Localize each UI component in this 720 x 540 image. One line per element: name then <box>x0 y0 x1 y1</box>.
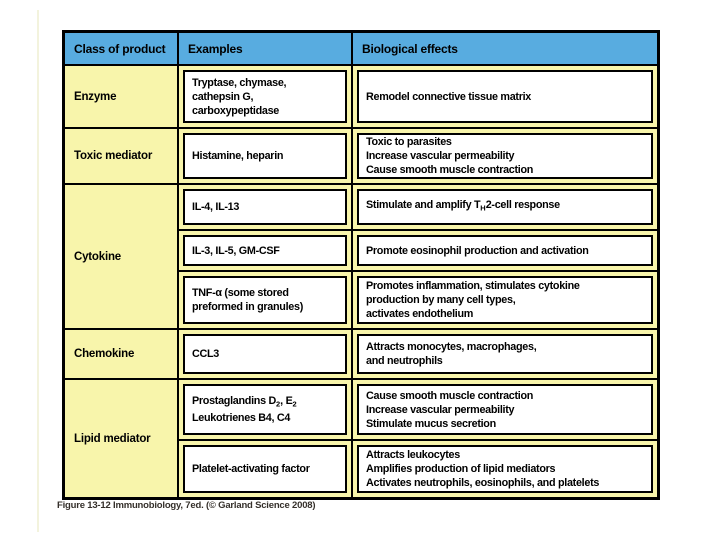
effects-text-post: 2-cell response <box>485 199 560 212</box>
effects-cell: Promotes inflammation, stimulates cytoki… <box>353 272 657 328</box>
examples-text: Histamine, heparin <box>192 150 284 162</box>
examples-cell: IL-4, IL-13 <box>179 185 351 229</box>
effects-text: Remodel connective tissue matrix <box>366 90 532 103</box>
effects-box: Attracts leukocytes Amplifies production… <box>357 445 653 493</box>
examples-cell: Tryptase, chymase, cathepsin G, carboxyp… <box>179 66 351 127</box>
examples-box: CCL3 <box>183 334 347 374</box>
examples-text: IL-4, IL-13 <box>192 201 240 213</box>
effects-text: Stimulate and amplify TH2-cell response <box>366 198 647 216</box>
class-cell-toxic-mediator: Toxic mediator <box>65 129 177 183</box>
examples-text-pre: Prostaglandins D <box>192 394 276 407</box>
effects-cell: Cause smooth muscle contraction Increase… <box>353 380 657 439</box>
examples-cell: TNF-α (some stored preformed in granules… <box>179 272 351 328</box>
subscript-2: 2 <box>292 399 297 409</box>
effects-box: Promote eosinophil production and activa… <box>357 235 653 266</box>
left-edge-line <box>37 10 39 532</box>
header-class-of-product: Class of product <box>65 33 177 64</box>
subscript-2: 2 <box>276 399 281 409</box>
examples-box: Platelet-activating factor <box>183 445 347 493</box>
examples-cell: Histamine, heparin <box>179 129 351 183</box>
class-cell-chemokine: Chemokine <box>65 330 177 378</box>
effects-box: Promotes inflammation, stimulates cytoki… <box>357 276 653 324</box>
effects-text: Toxic to parasites Increase vascular per… <box>366 136 534 176</box>
effects-cell: Toxic to parasites Increase vascular per… <box>353 129 657 183</box>
header-label: Biological effects <box>362 41 458 56</box>
examples-box: Histamine, heparin <box>183 133 347 179</box>
examples-box: IL-3, IL-5, GM-CSF <box>183 235 347 266</box>
examples-box: IL-4, IL-13 <box>183 189 347 225</box>
class-label: Chemokine <box>74 348 135 360</box>
effects-cell: Stimulate and amplify TH2-cell response <box>353 185 657 229</box>
examples-text-mid: , E <box>280 394 293 407</box>
examples-cell: IL-3, IL-5, GM-CSF <box>179 231 351 270</box>
class-cell-lipid-mediator: Lipid mediator <box>65 380 177 497</box>
class-cell-enzyme: Enzyme <box>65 66 177 127</box>
header-biological-effects: Biological effects <box>353 33 657 64</box>
examples-cell: CCL3 <box>179 330 351 378</box>
examples-text: CCL3 <box>192 348 219 360</box>
effects-text: Attracts monocytes, macrophages, and neu… <box>366 341 537 367</box>
effects-box: Stimulate and amplify TH2-cell response <box>357 189 653 225</box>
effects-box: Cause smooth muscle contraction Increase… <box>357 384 653 435</box>
effects-cell: Remodel connective tissue matrix <box>353 66 657 127</box>
effects-box: Remodel connective tissue matrix <box>357 70 653 123</box>
effects-text: Promote eosinophil production and activa… <box>366 244 589 257</box>
class-label: Cytokine <box>74 250 121 263</box>
effects-text: Promotes inflammation, stimulates cytoki… <box>366 280 580 320</box>
examples-text: TNF-α (some stored preformed in granules… <box>192 287 303 313</box>
class-cell-cytokine: Cytokine <box>65 185 177 328</box>
mast-cell-products-table: Class of product Examples Biological eff… <box>62 30 660 500</box>
examples-cell: Platelet-activating factor <box>179 441 351 497</box>
header-label: Examples <box>188 41 243 56</box>
examples-text-line2: Leukotrienes B4, C4 <box>192 412 291 425</box>
effects-text: Attracts leukocytes Amplifies production… <box>366 449 600 489</box>
effects-cell: Promote eosinophil production and activa… <box>353 231 657 270</box>
header-examples: Examples <box>179 33 351 64</box>
effects-text: Cause smooth muscle contraction Increase… <box>366 389 534 430</box>
examples-text: Tryptase, chymase, cathepsin G, carboxyp… <box>192 76 287 117</box>
effects-box: Toxic to parasites Increase vascular per… <box>357 133 653 179</box>
subscript-h: H <box>480 203 486 213</box>
effects-text-pre: Stimulate and amplify T <box>366 199 481 212</box>
examples-box: TNF-α (some stored preformed in granules… <box>183 276 347 324</box>
effects-cell: Attracts monocytes, macrophages, and neu… <box>353 330 657 378</box>
examples-text: Platelet-activating factor <box>192 463 310 475</box>
figure-caption: Figure 13-12 Immunobiology, 7ed. (© Garl… <box>57 500 316 511</box>
examples-box: Tryptase, chymase, cathepsin G, carboxyp… <box>183 70 347 123</box>
class-label: Enzyme <box>74 90 117 103</box>
class-label: Toxic mediator <box>74 150 153 162</box>
examples-text: IL-3, IL-5, GM-CSF <box>192 244 280 257</box>
effects-cell: Attracts leukocytes Amplifies production… <box>353 441 657 497</box>
effects-box: Attracts monocytes, macrophages, and neu… <box>357 334 653 374</box>
class-label: Lipid mediator <box>74 432 151 445</box>
header-label: Class of product <box>74 41 166 56</box>
